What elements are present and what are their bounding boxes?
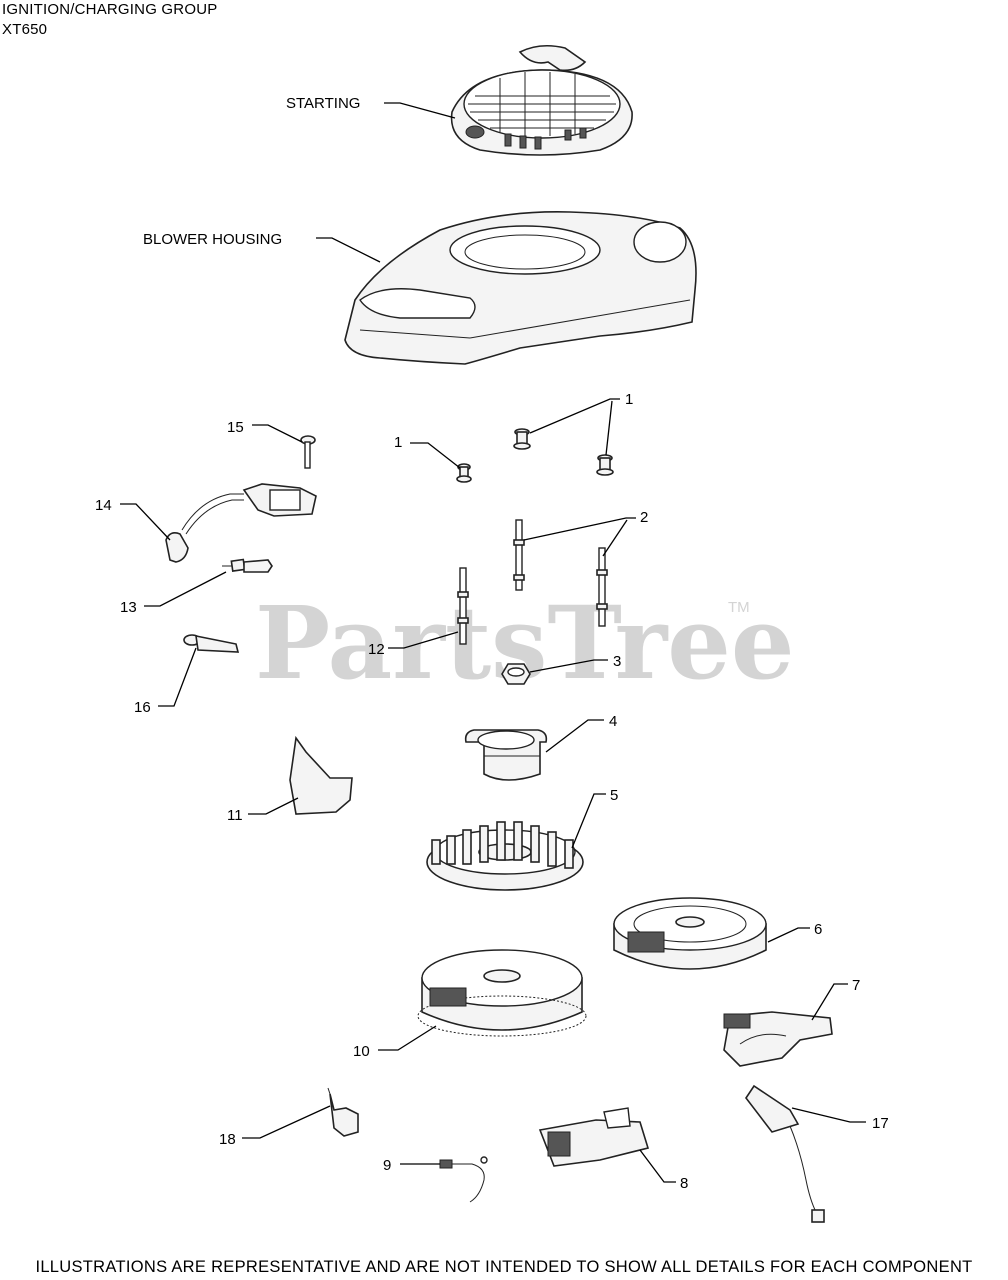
callout-14: 14: [95, 497, 112, 514]
part-5-cooling-fan[interactable]: [426, 821, 584, 891]
callout-4: 4: [609, 713, 617, 730]
part-12-stud[interactable]: [457, 567, 469, 645]
part-4-fan-cup[interactable]: [464, 729, 548, 781]
part-15-screw[interactable]: [300, 435, 316, 469]
part-13-spark-plug[interactable]: [222, 558, 273, 573]
part-16-fitting[interactable]: [183, 634, 240, 653]
part-9-wire-lead[interactable]: [439, 1156, 488, 1203]
callout-starting: STARTING: [286, 95, 360, 112]
callout-15: 15: [227, 419, 244, 436]
part-18-switch[interactable]: [327, 1087, 359, 1137]
model-number: XT650: [2, 21, 48, 38]
callout-7: 7: [852, 977, 860, 994]
watermark-text: PartsTree: [255, 584, 795, 702]
watermark-trademark: TM: [728, 599, 750, 616]
callout-blower-housing: BLOWER HOUSING: [143, 231, 282, 248]
diagram-title: IGNITION/CHARGING GROUP: [2, 1, 218, 18]
part-10-flywheel-ring-gear[interactable]: [417, 949, 587, 1037]
callout-12: 12: [368, 641, 385, 658]
part-14-spark-plug-boot[interactable]: [165, 483, 317, 563]
callout-6: 6: [814, 921, 822, 938]
part-8-ignition-assembly[interactable]: [538, 1107, 650, 1167]
callout-17: 17: [872, 1115, 889, 1132]
callout-1-left: 1: [394, 434, 402, 451]
part-6-flywheel[interactable]: [613, 897, 767, 970]
part-17-ignition-coil-lead[interactable]: [745, 1084, 825, 1223]
part-11-bracket[interactable]: [289, 735, 353, 815]
callout-5: 5: [610, 787, 618, 804]
blower-housing-part[interactable]: [344, 211, 697, 365]
callout-11: 11: [227, 807, 243, 824]
callout-9: 9: [383, 1157, 391, 1174]
exploded-parts-diagram: PartsTree TM STARTING: [95, 44, 889, 1223]
part-2-studs[interactable]: [513, 519, 608, 627]
part-3-flywheel-nut[interactable]: [501, 663, 531, 685]
part-1-spacers[interactable]: [456, 428, 614, 483]
callout-10: 10: [353, 1043, 370, 1060]
callout-16: 16: [134, 699, 151, 716]
callout-1-right: 1: [625, 391, 633, 408]
part-7-ignition-module[interactable]: [723, 1011, 833, 1067]
footer-disclaimer: ILLUSTRATIONS ARE REPRESENTATIVE AND ARE…: [35, 1258, 973, 1276]
callout-18: 18: [219, 1131, 236, 1148]
callout-2: 2: [640, 509, 648, 526]
recoil-starter-part[interactable]: [450, 44, 633, 156]
callout-8: 8: [680, 1175, 688, 1192]
callout-3: 3: [613, 653, 621, 670]
callout-13: 13: [120, 599, 137, 616]
